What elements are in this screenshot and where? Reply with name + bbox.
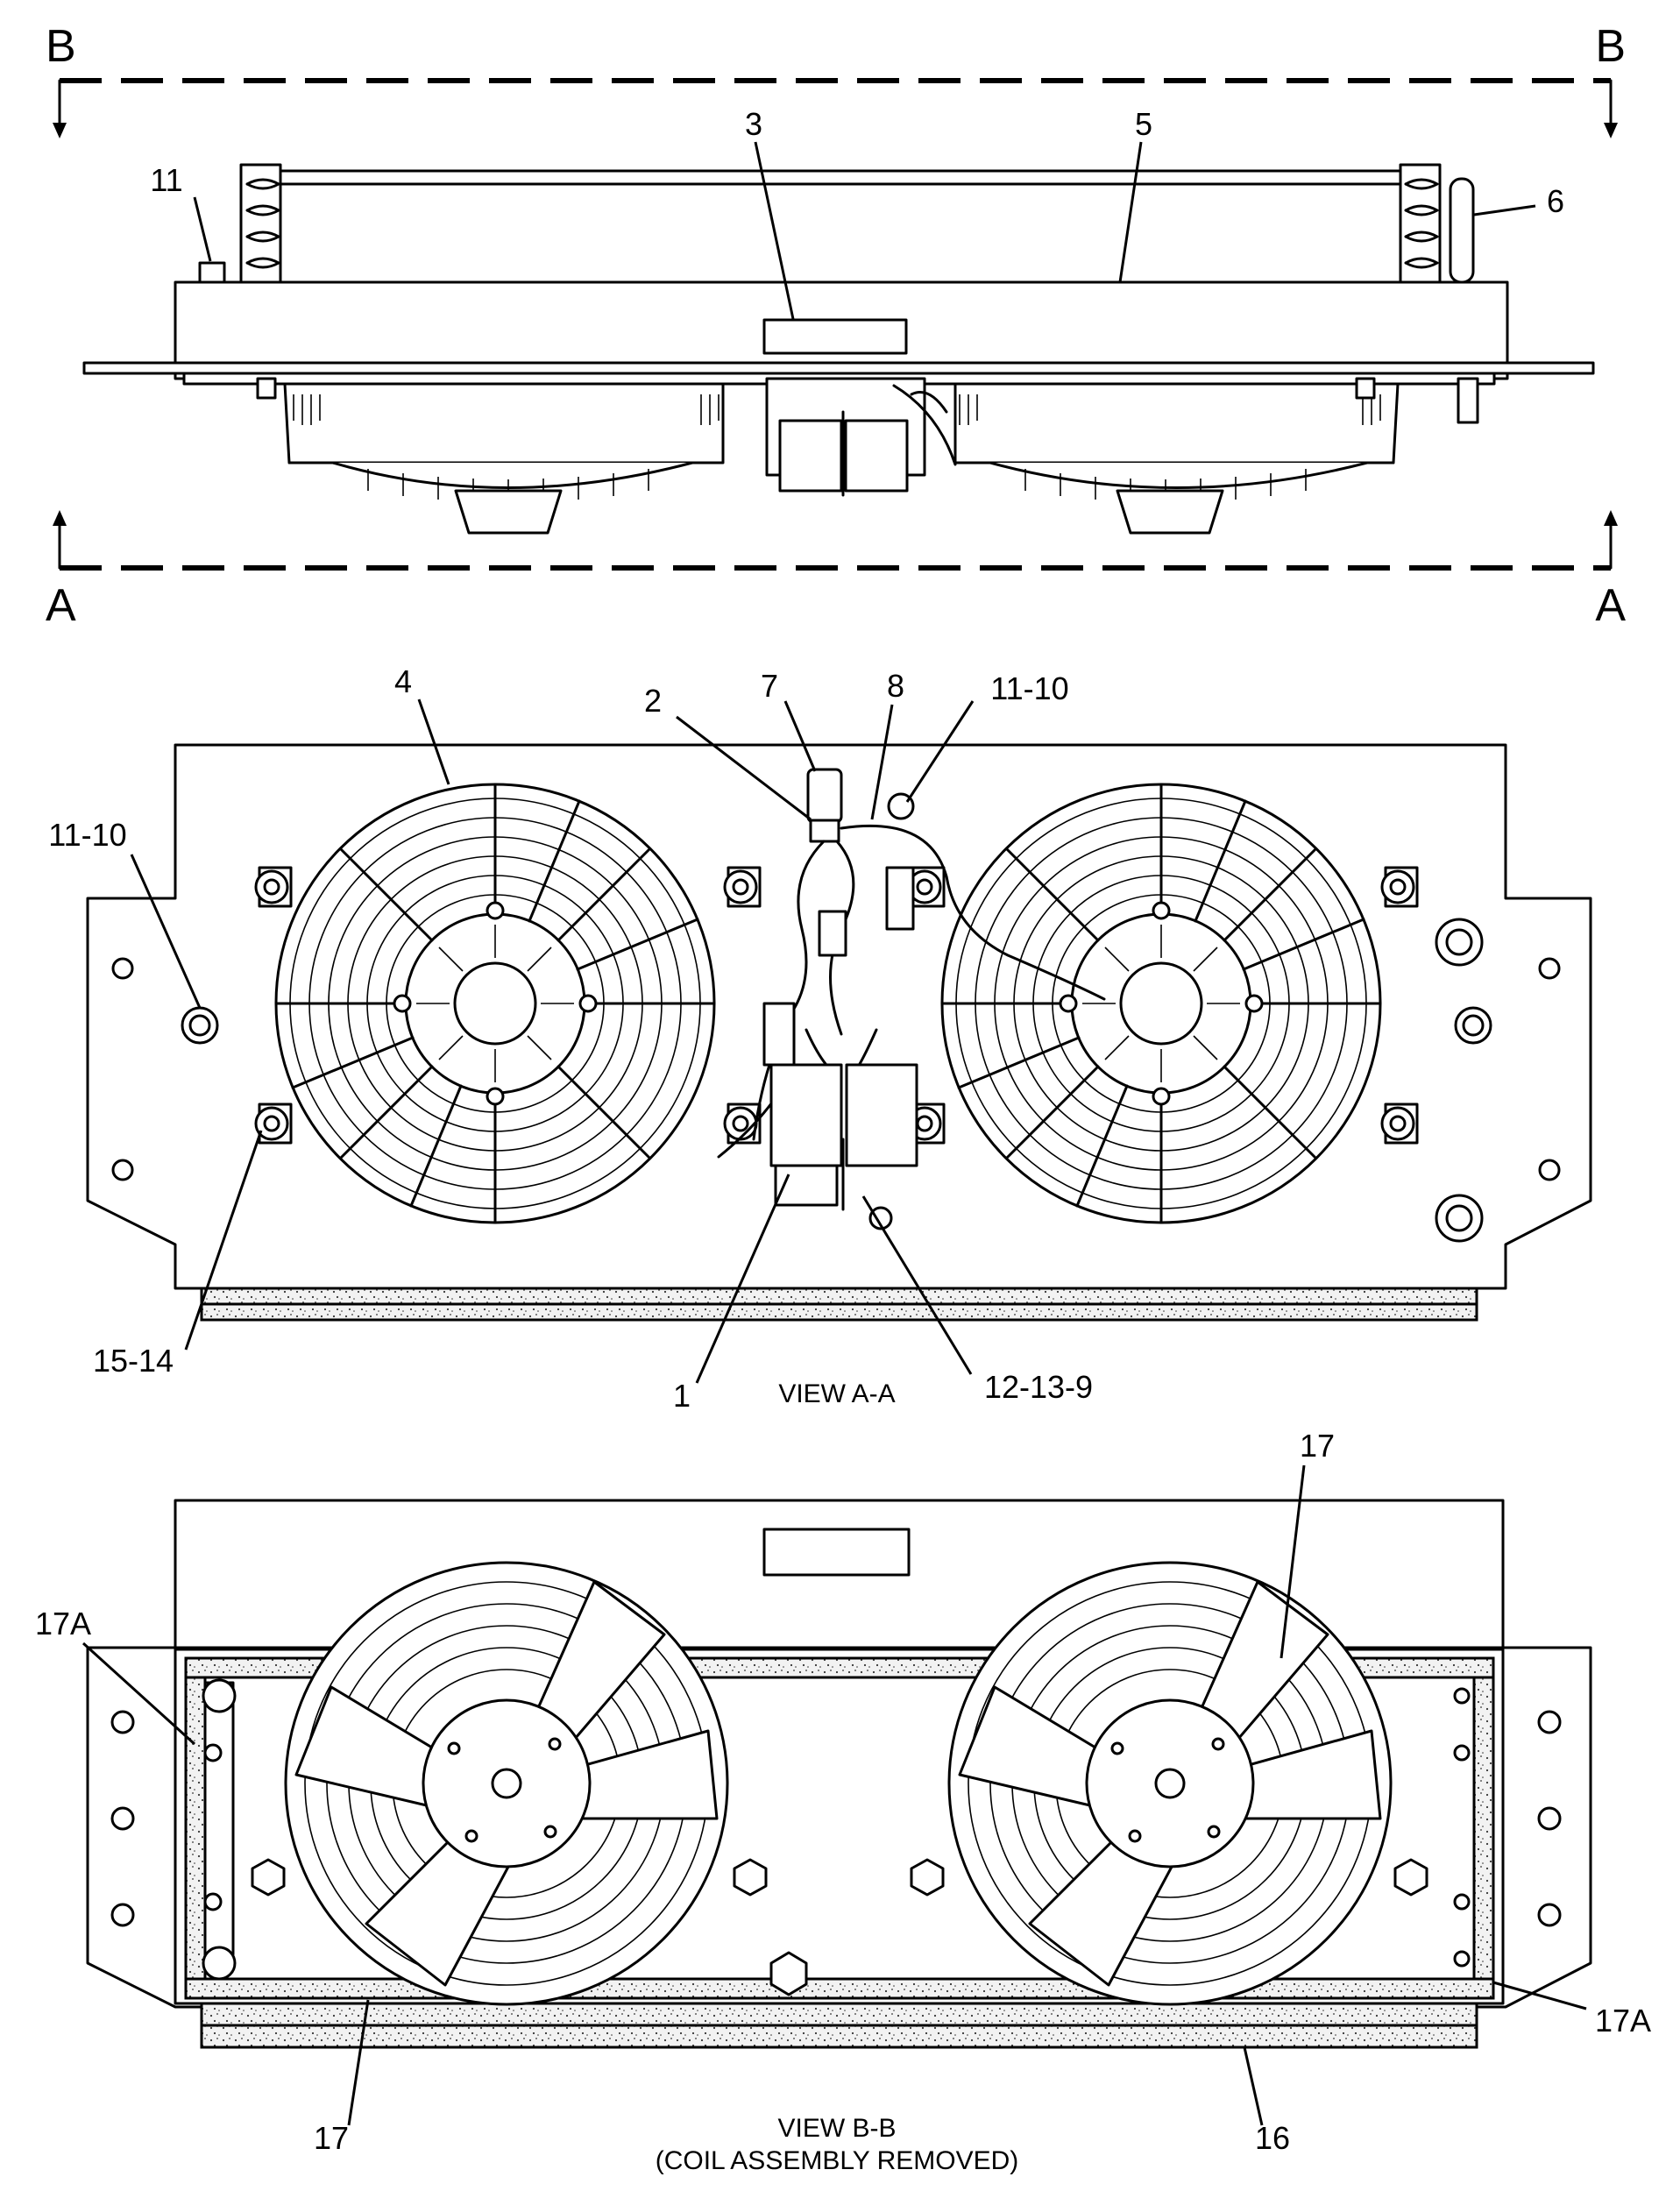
view-b-subcaption: (COIL ASSEMBLY REMOVED)	[656, 2146, 1019, 2175]
callout-17-top: 17	[1300, 1428, 1335, 1464]
callout-1: 1	[673, 1378, 691, 1414]
left-fan-blades	[284, 1561, 729, 2006]
callout-16: 16	[1255, 2120, 1290, 2156]
callout-top-3: 3	[745, 106, 762, 142]
section-mark-a-right: A	[1595, 580, 1626, 631]
callout-11-10-left: 11-10	[48, 817, 126, 853]
callout-17a-left: 17A	[35, 1606, 91, 1641]
callout-15-14: 15-14	[93, 1343, 174, 1379]
section-mark-b-left: B	[46, 21, 76, 72]
view-a-a: 4 2 7 8 11-10 11-10 15-14 1 12-13-9 VIEW…	[48, 663, 1592, 1414]
right-fan-grille	[940, 783, 1382, 1224]
callout-4: 4	[394, 663, 412, 699]
top-view: B B A A 11 3 5 6	[46, 21, 1626, 631]
callout-2: 2	[644, 683, 662, 719]
section-mark-b-right: B	[1595, 21, 1626, 72]
callout-top-6: 6	[1547, 183, 1564, 219]
left-fan-grille	[274, 783, 716, 1224]
view-a-caption: VIEW A-A	[778, 1379, 895, 1408]
callout-top-11: 11	[150, 162, 182, 198]
callout-17a-right: 17A	[1595, 2003, 1651, 2039]
section-mark-a-left: A	[46, 580, 76, 631]
callout-11-10-right: 11-10	[990, 670, 1068, 706]
right-fan-blades	[947, 1561, 1393, 2006]
callout-top-5: 5	[1135, 106, 1152, 142]
callout-17-bottom: 17	[314, 2120, 349, 2156]
callout-7: 7	[761, 668, 778, 704]
nameplate	[762, 1528, 911, 1577]
callout-12-13-9: 12-13-9	[984, 1369, 1093, 1405]
view-b-b: 17 17A 17A 17 16 VIEW B-B (COIL ASSEMBLY…	[35, 1428, 1651, 2175]
nameplate	[762, 318, 908, 355]
view-b-caption: VIEW B-B	[777, 2114, 896, 2143]
callout-8: 8	[887, 668, 904, 704]
